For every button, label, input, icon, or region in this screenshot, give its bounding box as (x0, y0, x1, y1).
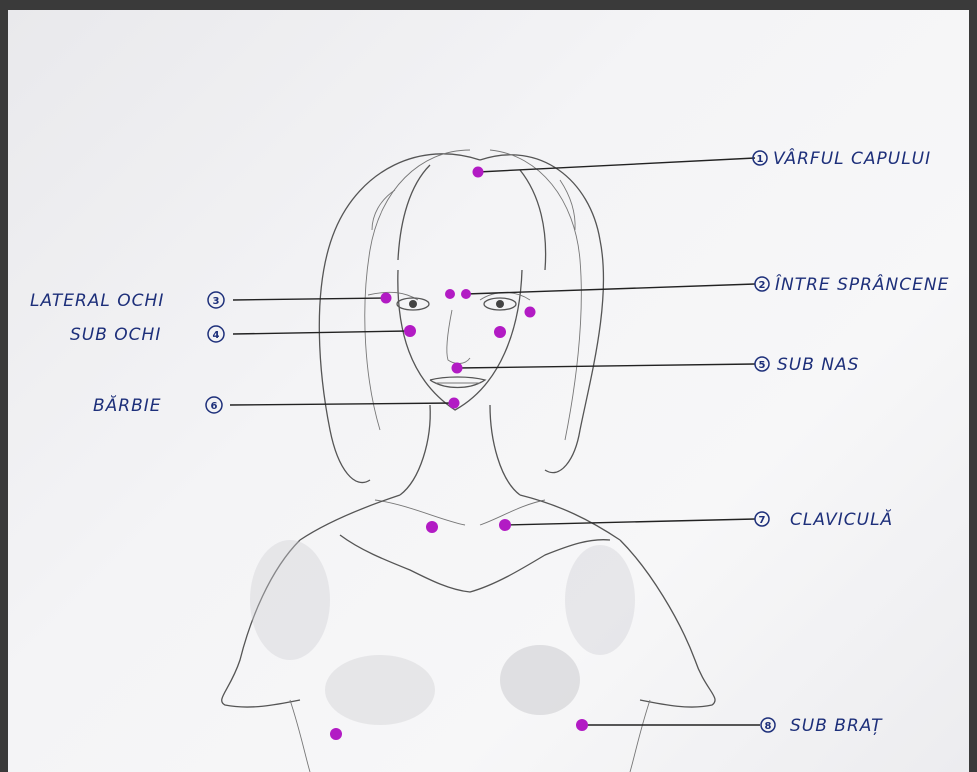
num-6: 6 (211, 401, 218, 412)
label-clavicula: CLAVICULĂ (790, 508, 893, 530)
num-7: 7 (759, 515, 766, 526)
point-intre-sprancene-right (461, 289, 471, 299)
point-intre-sprancene-left (445, 289, 455, 299)
num-2: 2 (759, 280, 766, 291)
point-labels: VÂRFUL CAPULUI ÎNTRE SPRÂNCENE LATERAL O… (30, 147, 949, 736)
point-sub-brat-right (576, 719, 588, 731)
label-intre-sprancene: ÎNTRE SPRÂNCENE (775, 273, 949, 295)
point-lateral-ochi-right (525, 307, 536, 318)
point-sub-ochi-left (404, 325, 416, 337)
num-3: 3 (213, 296, 220, 307)
label-sub-nas: SUB NAS (777, 355, 859, 375)
point-clavicula-left (426, 521, 438, 533)
num-1: 1 (757, 154, 764, 165)
label-sub-ochi: SUB OCHI (70, 325, 161, 345)
num-5: 5 (759, 360, 766, 371)
label-varful-capului: VÂRFUL CAPULUI (773, 147, 931, 169)
label-barbie: BĂRBIE (93, 394, 162, 416)
hair-drawing (319, 150, 603, 483)
point-sub-brat-left (330, 728, 342, 740)
label-lateral-ochi: LATERAL OCHI (30, 291, 164, 311)
num-4: 4 (213, 330, 220, 341)
point-barbie (449, 398, 460, 409)
point-sub-ochi-right (494, 326, 506, 338)
point-lateral-ochi-left (381, 293, 392, 304)
num-8: 8 (765, 721, 772, 732)
point-varful-capului (473, 167, 484, 178)
point-clavicula-right (499, 519, 511, 531)
label-sub-brat: SUB BRAȚ (790, 716, 883, 736)
point-sub-nas (452, 363, 463, 374)
torso-drawing (222, 405, 715, 772)
